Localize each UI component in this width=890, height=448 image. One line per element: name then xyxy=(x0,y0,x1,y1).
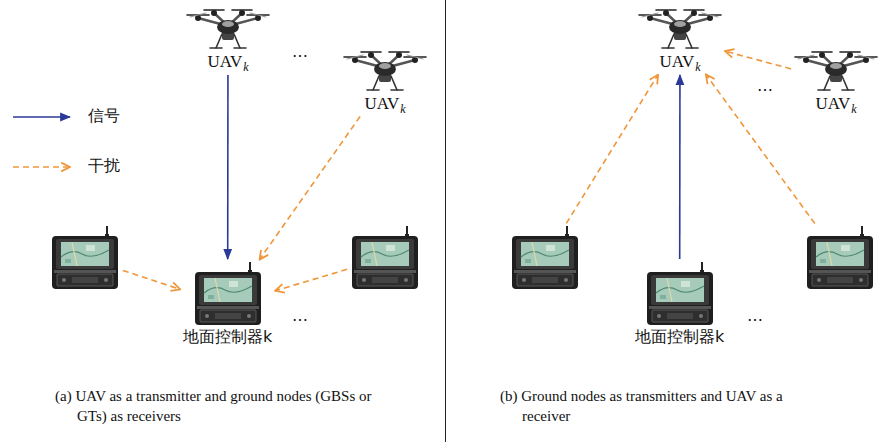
ground-controller-icon xyxy=(805,226,875,290)
subscript-index: k xyxy=(243,60,248,74)
node-label: UAVk xyxy=(816,94,857,114)
node-label-text: UAV xyxy=(208,52,243,71)
ground-controller-icon xyxy=(50,226,120,290)
subscript-index: k xyxy=(400,102,405,116)
uav-node: UAVk xyxy=(794,48,878,114)
node-label-text: UAV xyxy=(816,94,851,113)
interference-arrow xyxy=(123,270,180,289)
node-label-text: UAV xyxy=(660,52,695,71)
node-label: UAVk xyxy=(660,52,701,72)
interference-arrow xyxy=(725,51,791,69)
node-label-text: 地面控制器k xyxy=(183,327,272,346)
node-label: UAVk xyxy=(365,94,406,114)
legend-line-sample xyxy=(12,110,74,124)
node-label-text: 地面控制器k xyxy=(635,327,724,346)
ground-controller-icon xyxy=(647,262,713,325)
interference-arrow xyxy=(566,75,658,224)
ground-controller-icon xyxy=(510,226,580,290)
ground-controller-node xyxy=(805,226,875,290)
legend-line xyxy=(13,166,70,168)
uav-node: UAVk xyxy=(186,6,270,72)
ground-controller-node xyxy=(50,226,120,290)
subscript-index: k xyxy=(695,60,700,74)
ground-controller-icon xyxy=(512,226,578,289)
uav-icon xyxy=(638,6,722,52)
ellipsis: … xyxy=(292,43,308,61)
node-label: 地面控制器k xyxy=(183,326,272,348)
ground-controller-icon xyxy=(193,262,263,326)
signal-arrow xyxy=(227,75,229,259)
ellipsis: … xyxy=(747,307,763,325)
signal-arrow xyxy=(679,75,681,259)
uav-icon xyxy=(794,48,878,94)
uav-icon xyxy=(344,52,426,90)
ellipsis: … xyxy=(292,307,308,325)
legend-entry: 信号 xyxy=(12,106,120,127)
ground-controller-icon xyxy=(807,226,873,289)
ground-controller-icon xyxy=(195,262,261,325)
divider-line xyxy=(445,0,446,442)
ellipsis: … xyxy=(757,77,773,95)
node-label: 地面控制器k xyxy=(635,326,724,348)
node-label-text: UAV xyxy=(365,94,400,113)
subfigure-caption: (b) Ground nodes as transmitters and UAV… xyxy=(500,386,817,426)
node-label: UAVk xyxy=(208,52,249,72)
ground-controller-node: 地面控制器k xyxy=(635,262,724,348)
uav-node: UAVk xyxy=(638,6,722,72)
ground-controller-node xyxy=(510,226,580,290)
legend-line-sample xyxy=(12,160,74,174)
ground-controller-node: 地面控制器k xyxy=(183,262,272,348)
uav-node: UAVk xyxy=(343,48,427,114)
ground-controller-icon xyxy=(645,262,715,326)
subscript-index: k xyxy=(851,102,856,116)
interference-arrow xyxy=(706,74,815,223)
subfigure-caption: (a) UAV as a transmitter and ground node… xyxy=(55,386,382,426)
uav-icon xyxy=(187,10,269,48)
interference-arrow xyxy=(260,116,361,259)
legend-line xyxy=(13,116,70,118)
ground-controller-icon xyxy=(52,226,118,289)
ground-controller-node xyxy=(350,226,420,290)
legend-entry: 干扰 xyxy=(12,156,120,177)
uav-icon xyxy=(639,10,721,48)
legend-text: 信号 xyxy=(88,106,120,127)
uav-icon xyxy=(795,52,877,90)
ground-controller-icon xyxy=(350,226,420,290)
uav-icon xyxy=(343,48,427,94)
legend-text: 干扰 xyxy=(88,156,120,177)
interference-arrow xyxy=(275,269,347,290)
ground-controller-icon xyxy=(352,226,418,289)
uav-icon xyxy=(186,6,270,52)
